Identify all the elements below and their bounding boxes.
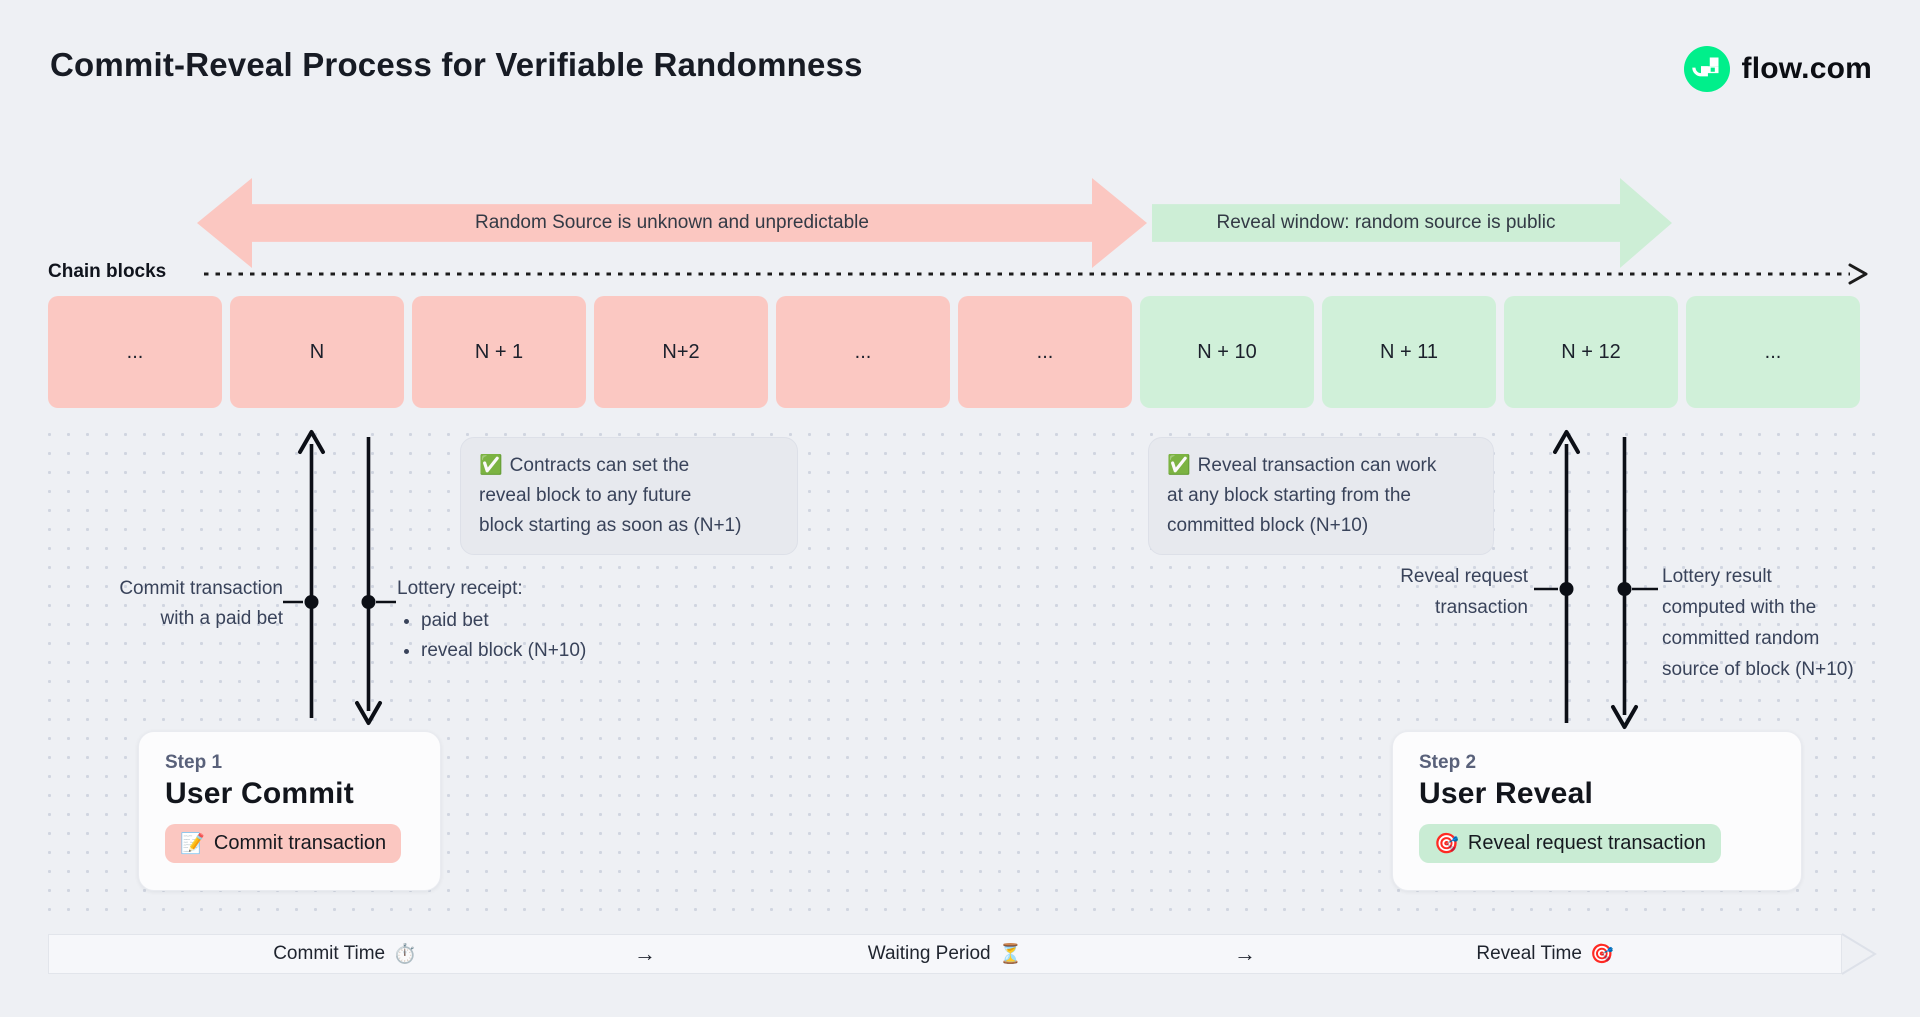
step1-card: Step 1 User Commit 📝 Commit transaction xyxy=(138,731,441,891)
chain-block: ... xyxy=(1686,296,1860,408)
waiting-period-label: Waiting Period xyxy=(867,943,991,964)
memo-icon: 📝 xyxy=(180,833,205,855)
lottery-receipt-callout: Lottery receipt: paid bet reveal block (… xyxy=(397,574,586,666)
commit-transaction-callout: Commit transaction with a paid bet xyxy=(119,578,283,629)
lottery-receipt-item: reveal block (N+10) xyxy=(421,636,586,666)
reveal-request-callout: Reveal request transaction xyxy=(1400,566,1528,618)
lottery-receipt-title: Lottery receipt: xyxy=(397,578,523,599)
reveal-time-stage: Reveal Time 🎯 xyxy=(1395,942,1695,966)
lottery-receipt-item: paid bet xyxy=(421,606,586,636)
brand-label: flow.com xyxy=(1741,52,1872,85)
reveal-phase-label: Reveal window: random source is public xyxy=(1216,212,1556,233)
flow-logo-icon xyxy=(1683,46,1730,92)
stopwatch-icon: ⏱️ xyxy=(393,944,417,965)
chain-block-N: N xyxy=(230,296,404,408)
reveal-request-button[interactable]: 🎯 Reveal request transaction xyxy=(1419,824,1721,863)
reveal-request-button-label: Reveal request transaction xyxy=(1467,832,1706,854)
reveal-phase-arrow: Reveal window: random source is public xyxy=(1152,178,1672,268)
time-axis-bar: Commit Time ⏱️ → Waiting Period ⏳ → Reve… xyxy=(48,934,1842,974)
chain-block-N10: N + 10 xyxy=(1140,296,1314,408)
chain-block-N12: N + 12 xyxy=(1504,296,1678,408)
chain-blocks-label: Chain blocks xyxy=(48,261,167,282)
chain-block-row: ... N N + 1 N+2 ... ... N + 10 N + 11 N … xyxy=(48,296,1860,408)
commit-time-stage: Commit Time ⏱️ xyxy=(195,942,495,966)
step2-title: User Reveal xyxy=(1419,777,1593,810)
commit-note-box: ✅Contracts can set the reveal block to a… xyxy=(460,437,798,555)
right-arrow-glyph: → xyxy=(634,941,656,966)
chain-block: ... xyxy=(958,296,1132,408)
check-mark-icon: ✅ xyxy=(1167,455,1191,476)
reveal-note-box: ✅Reveal transaction can work at any bloc… xyxy=(1148,437,1494,555)
step1-label: Step 1 xyxy=(165,752,223,773)
chain-axis-dotted-arrow xyxy=(204,263,1868,285)
timeline-end-chevron xyxy=(1841,933,1877,975)
page-title: Commit-Reveal Process for Verifiable Ran… xyxy=(50,46,863,83)
commit-note-text: Contracts can set the reveal block to an… xyxy=(479,455,742,536)
brand-flow[interactable]: flow.com xyxy=(1683,46,1873,92)
chain-block-N11: N + 11 xyxy=(1322,296,1496,408)
commit-transaction-button[interactable]: 📝 Commit transaction xyxy=(165,824,402,863)
commit-time-label: Commit Time xyxy=(273,943,386,964)
check-mark-icon: ✅ xyxy=(479,455,503,476)
reveal-note-text: Reveal transaction can work at any block… xyxy=(1167,455,1437,536)
target-icon: 🎯 xyxy=(1434,833,1459,855)
step1-title: User Commit xyxy=(165,777,354,810)
hourglass-icon: ⏳ xyxy=(998,944,1023,965)
commit-phase-arrow: Random Source is unknown and unpredictab… xyxy=(197,178,1147,268)
chain-block-N2: N+2 xyxy=(594,296,768,408)
chain-block: ... xyxy=(48,296,222,408)
chain-block-N1: N + 1 xyxy=(412,296,586,408)
chain-block: ... xyxy=(776,296,950,408)
commit-transaction-button-label: Commit transaction xyxy=(213,832,387,854)
waiting-period-stage: Waiting Period ⏳ xyxy=(795,942,1095,966)
step2-card: Step 2 User Reveal 🎯 Reveal request tran… xyxy=(1392,731,1802,891)
lottery-receipt-list: paid bet reveal block (N+10) xyxy=(397,606,586,666)
step2-label: Step 2 xyxy=(1419,752,1477,773)
target-icon: 🎯 xyxy=(1589,944,1614,965)
commit-phase-label: Random Source is unknown and unpredictab… xyxy=(475,212,869,233)
reveal-time-label: Reveal Time xyxy=(1476,943,1582,964)
lottery-result-callout: Lottery result computed with the committ… xyxy=(1662,566,1854,680)
right-arrow-glyph: → xyxy=(1234,941,1256,966)
